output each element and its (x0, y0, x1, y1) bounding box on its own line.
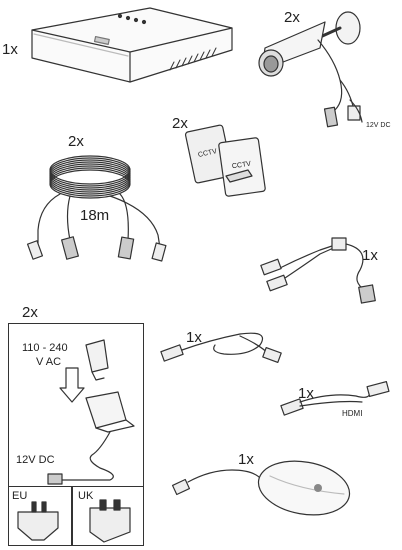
splitter-quantity: 1x (362, 247, 378, 264)
nvr-quantity: 1x (2, 41, 18, 58)
stickers-quantity: 2x (172, 115, 188, 132)
hdmi-quantity: 1x (298, 385, 314, 402)
ethernet-cable-drawing (160, 332, 282, 364)
plug-adapters-drawing (17, 499, 131, 543)
cable-quantity: 2x (68, 133, 84, 150)
hdmi-label: HDMI (342, 409, 363, 418)
power-splitter-drawing (260, 237, 376, 304)
plug-eu-frame (8, 486, 72, 546)
camera-quantity: 2x (284, 9, 300, 26)
cable-length-label: 18m (80, 207, 110, 224)
psu-input-line2: V AC (36, 356, 62, 368)
hdmi-cable-drawing (280, 380, 390, 416)
usb-mouse-drawing (171, 460, 351, 516)
mouse-quantity: 1x (238, 451, 254, 468)
psu-input-line1: 110 - 240 (22, 342, 68, 354)
nvr-recorder-drawing (31, 7, 233, 83)
plug-uk-label: UK (78, 490, 94, 502)
camera-voltage-label: 12V DC (366, 122, 391, 129)
psu-quantity: 2x (22, 304, 38, 321)
bnc-cable-coil-drawing (26, 155, 167, 262)
psu-output-label: 12V DC (16, 454, 55, 466)
plug-uk-frame (72, 486, 144, 546)
bullet-camera-drawing (258, 11, 363, 128)
psu-drawing (47, 339, 135, 485)
ethernet-quantity: 1x (186, 329, 202, 346)
plug-eu-label: EU (12, 490, 28, 502)
cctv-stickers-drawing (184, 124, 266, 197)
